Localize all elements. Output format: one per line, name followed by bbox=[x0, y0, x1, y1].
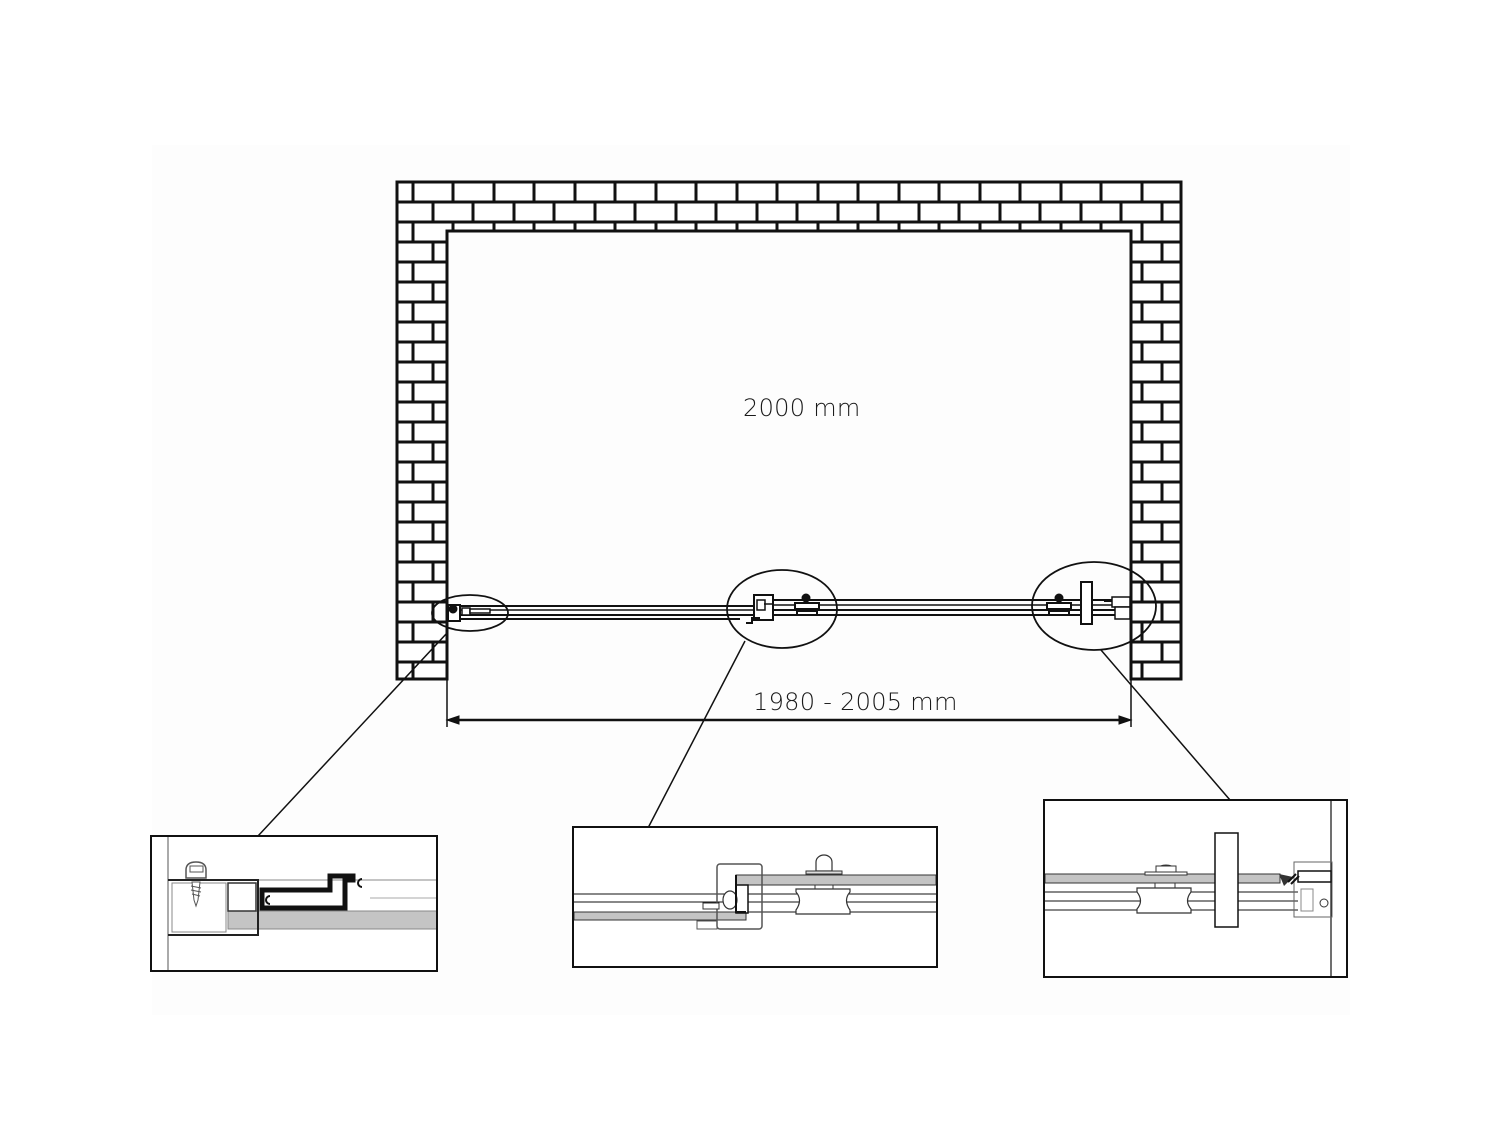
callout-circle-center bbox=[726, 569, 838, 649]
handle-icon bbox=[1046, 581, 1131, 625]
width-dimension-label: 1980 - 2005 mm bbox=[753, 688, 958, 716]
wall-profile-icon bbox=[447, 604, 491, 622]
callout-circle-right bbox=[1031, 561, 1157, 651]
overlap-profile-icon bbox=[746, 593, 820, 624]
detail-left-box bbox=[150, 835, 438, 972]
callout-circle-left bbox=[431, 594, 509, 632]
depth-dimension-label: 2000 mm bbox=[743, 394, 861, 422]
callout-circles bbox=[431, 561, 1157, 651]
detail-right-box bbox=[1043, 799, 1348, 978]
door-track bbox=[460, 599, 1125, 620]
leader-lines bbox=[257, 632, 1231, 837]
detail-center-box bbox=[572, 826, 938, 968]
width-dimension bbox=[445, 679, 1133, 727]
brick-wall bbox=[395, 180, 1183, 681]
